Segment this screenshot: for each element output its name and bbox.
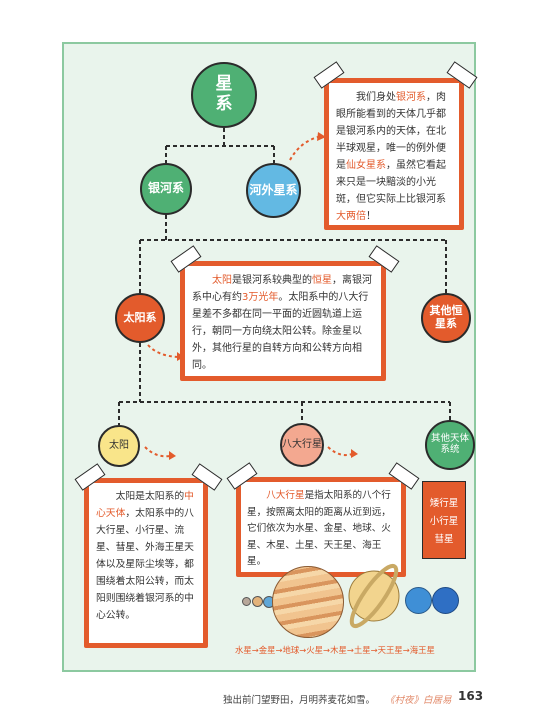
other-bodies-label: 其他天体系统 <box>430 433 469 455</box>
star-system-label-2: 系 <box>215 94 233 114</box>
solar-system-label: 太阳系 <box>123 310 157 324</box>
sun-info-text: 太阳是银河系较典型的恒星，离银河系中心有约3万光年。太阳系中的八大行星差不多都在… <box>185 266 381 376</box>
footer-quote: 独出前门望野田，月明荞麦花如雪。 <box>223 695 376 706</box>
sun-highlight-distance: 3万光年 <box>242 292 279 303</box>
sun-info-card: 太阳是银河系较典型的恒星，离银河系中心有约3万光年。太阳系中的八大行星差不多都在… <box>180 261 386 381</box>
other-star-systems-label: 其他恒星系 <box>429 304 463 330</box>
planets-label: 八大行星 <box>282 439 322 451</box>
solar-system-node: 太阳系 <box>115 293 165 343</box>
galaxy-text-4: ！ <box>366 211 376 222</box>
sun-center-text-2: ，太阳系中的八大行星、小行星、流星、彗星、外海王星天体以及星际尘埃等，都围绕着太… <box>96 508 194 621</box>
uranus-icon <box>405 587 432 614</box>
other-bodies-card: 矮行星 小行星 彗星 <box>422 481 466 559</box>
planets-node: 八大行星 <box>280 423 324 467</box>
planets-info-text: 八大行星是指太阳系的八个行星，按照离太阳的距离从近到远，它们依次为水星、金星、地… <box>241 482 401 572</box>
extragalactic-label: 河外星系 <box>249 182 298 197</box>
sun-center-text-1: 太阳是太阳系的 <box>115 491 185 502</box>
sun-center-highlight: 中心天体 <box>96 491 194 519</box>
venus-icon <box>252 596 263 607</box>
galaxy-highlight-milky-way: 银河系 <box>396 92 426 103</box>
footer-book-title: 《村夜》白居易 <box>385 695 452 706</box>
saturn-icon <box>348 563 400 629</box>
mercury-icon <box>242 597 251 606</box>
planets-highlight: 八大行星 <box>266 490 305 501</box>
sun-text-2: ，离银河系中心有约 <box>192 275 372 303</box>
jupiter-icon <box>272 566 344 638</box>
planets-info-card: 八大行星是指太阳系的八个行星，按照离太阳的距离从近到远，它们依次为水星、金星、地… <box>236 477 406 577</box>
planets-text-1: 是指太阳系的八个行星，按照离太阳的距离从近到远，它们依次为水星、金星、地球、火星… <box>247 490 391 567</box>
neptune-icon <box>432 587 459 614</box>
sun-node: 太阳 <box>98 425 140 467</box>
galaxy-node: 银河系 <box>140 163 192 215</box>
galaxy-text-2: ，肉眼所能看到的天体几乎都是银河系内的天体，在北半球观星，唯一的例外便是 <box>336 92 446 171</box>
galaxy-highlight-andromeda: 仙女星系 <box>346 160 386 171</box>
sun-text-1: 是银河系较典型的 <box>232 275 312 286</box>
other-body-item: 小行星 <box>429 516 459 527</box>
sun-label: 太阳 <box>109 440 129 452</box>
galaxy-info-text: 我们身处银河系，肉眼所能看到的天体几乎都是银河系内的天体，在北半球观星，唯一的例… <box>329 83 459 225</box>
galaxy-highlight-twice: 大两倍 <box>336 211 366 222</box>
planet-order-line: 水星→金星→地球→火星→木星→土星→天王星→海王星 <box>235 645 435 655</box>
galaxy-text-1: 我们身处 <box>356 92 396 103</box>
galaxy-label: 银河系 <box>147 181 184 196</box>
sun-highlight-star: 恒星 <box>312 275 332 286</box>
sun-highlight-sun: 太阳 <box>212 275 232 286</box>
other-bodies-node: 其他天体系统 <box>425 420 475 470</box>
star-system-label-1: 星 <box>215 74 233 95</box>
galaxy-info-card: 我们身处银河系，肉眼所能看到的天体几乎都是银河系内的天体，在北半球观星，唯一的例… <box>324 78 464 230</box>
galaxy-text-3: ，虽然它看起来只是一块黯淡的小光斑，但它实际上比银河系 <box>336 160 446 205</box>
sun-center-text: 太阳是太阳系的中心天体，太阳系中的八大行星、小行星、流星、彗星、外海王星天体以及… <box>89 483 203 643</box>
other-body-item: 彗星 <box>434 534 454 545</box>
star-system-node: 星 系 <box>191 62 257 128</box>
sun-text-3: 。太阳系中的八大行星差不多都在同一平面的近圆轨道上运行，朝同一方向绕太阳公转。除… <box>192 292 369 371</box>
sun-center-card: 太阳是太阳系的中心天体，太阳系中的八大行星、小行星、流星、彗星、外海王星天体以及… <box>84 478 208 648</box>
page-number: 163 <box>458 689 484 703</box>
other-body-item: 矮行星 <box>429 498 459 509</box>
other-star-systems-node: 其他恒星系 <box>421 293 471 343</box>
extragalactic-node: 河外星系 <box>246 163 301 218</box>
